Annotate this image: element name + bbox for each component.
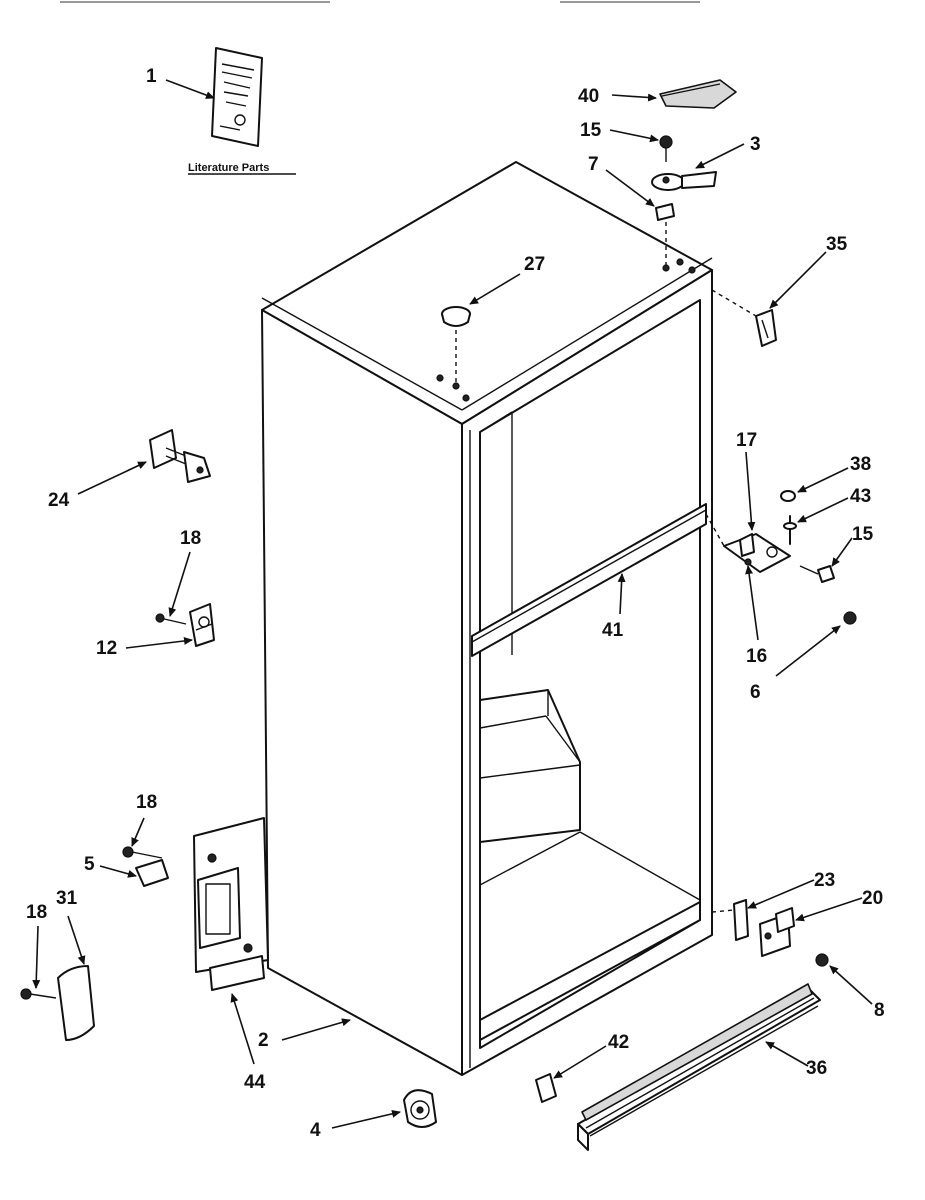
callout-3: 3 [750, 134, 761, 155]
callout-6: 6 [750, 682, 761, 703]
center-hinge [723, 533, 791, 573]
callout-36: 36 [806, 1058, 827, 1079]
door-stop [755, 309, 777, 347]
callout-38: 38 [850, 454, 871, 475]
mullion-bar [471, 503, 707, 657]
refrigerator-cabinet [261, 161, 713, 1076]
top-hinge [651, 171, 717, 191]
callout-16: 16 [746, 646, 767, 667]
callout-43: 43 [850, 486, 871, 507]
literature-parts-booklet [211, 47, 263, 147]
callout-27: 27 [524, 254, 545, 275]
callout-8: 8 [874, 1000, 885, 1021]
bottom-hinge-screw [122, 846, 163, 859]
callout-18-lower: 18 [136, 792, 157, 813]
callout-18-left: 18 [26, 902, 47, 923]
center-screw-6 [843, 611, 857, 625]
callout-15: 15 [580, 120, 602, 141]
rear-roller [403, 1089, 437, 1128]
roller-bracket [189, 603, 215, 647]
callout-20: 20 [862, 888, 883, 909]
toe-cover-screw [20, 988, 57, 1000]
callout-24: 24 [48, 490, 70, 511]
callout-44: 44 [244, 1072, 266, 1093]
center-hinge-washer [780, 490, 796, 502]
literature-parts-label: Literature Parts [188, 162, 269, 174]
roller-screw [155, 613, 187, 625]
callout-40: 40 [578, 86, 599, 107]
callout-23: 23 [814, 870, 835, 891]
callout-12: 12 [96, 638, 117, 659]
callout-35: 35 [826, 234, 848, 255]
leveling-bracket [149, 429, 211, 483]
bottom-hinge-bracket [135, 859, 169, 887]
callout-2: 2 [258, 1030, 269, 1051]
callout-18: 18 [180, 528, 201, 549]
callout-31: 31 [56, 888, 78, 909]
bottom-right-hinge [759, 907, 795, 957]
callout-17: 17 [736, 430, 757, 451]
callout-5: 5 [84, 854, 95, 875]
base-grille [577, 983, 821, 1151]
top-plug-button [436, 306, 471, 402]
bottom-hinge-screw-8 [815, 953, 829, 967]
hinge-cover [659, 79, 737, 109]
lower-side-plate [193, 817, 269, 991]
callout-15-center: 15 [852, 524, 874, 545]
bottom-hinge-shim [733, 899, 749, 941]
callout-42: 42 [608, 1032, 629, 1053]
callout-41: 41 [602, 620, 624, 641]
grille-clip [535, 1073, 557, 1103]
top-hinge-screw [659, 135, 673, 162]
hinge-cover-31 [57, 965, 95, 1041]
hinge-shim [655, 203, 696, 274]
center-hinge-pin [783, 515, 797, 545]
callout-1: 1 [146, 66, 157, 87]
callout-4: 4 [310, 1120, 321, 1141]
center-hinge-screw [799, 565, 835, 583]
callout-7: 7 [588, 154, 599, 175]
